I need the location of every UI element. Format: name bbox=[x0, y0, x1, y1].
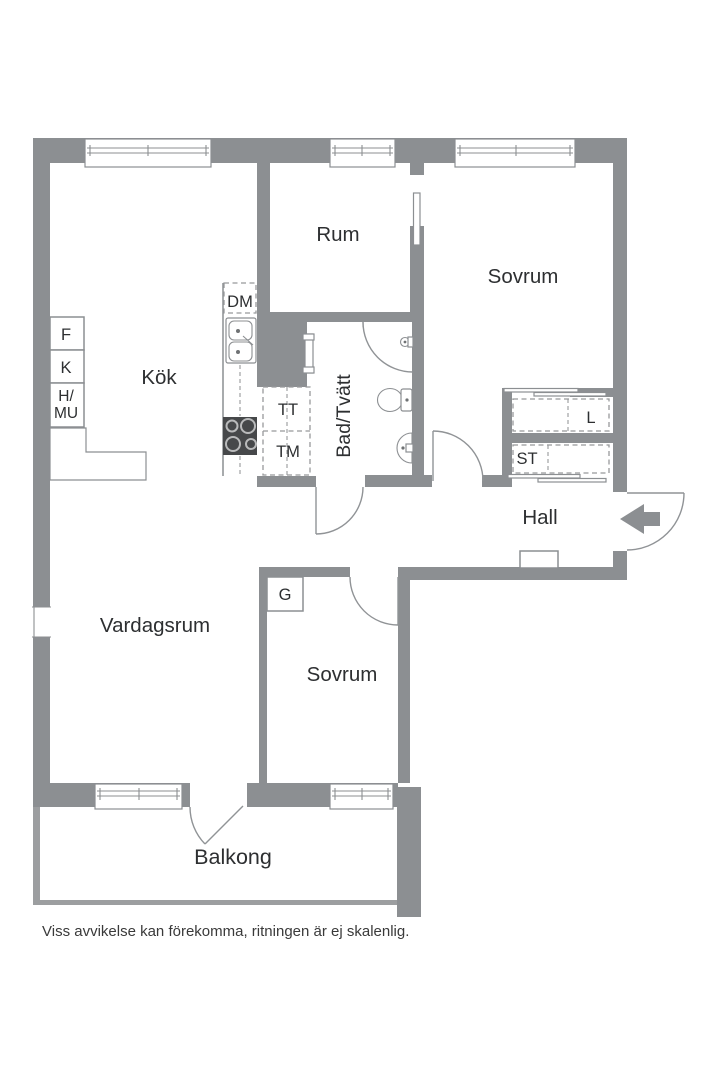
label-sovrum-bottom: Sovrum bbox=[307, 663, 378, 686]
entry-opening bbox=[613, 492, 627, 551]
rum-sliding-door bbox=[412, 192, 421, 246]
balcony-left-edge bbox=[33, 807, 40, 905]
sovrum-bottom-door bbox=[349, 576, 399, 626]
bathroom-door bbox=[315, 486, 364, 535]
label-g: G bbox=[279, 586, 292, 604]
label-l: L bbox=[586, 409, 595, 427]
window-rum bbox=[329, 138, 396, 168]
wall-shaft bbox=[257, 312, 307, 387]
label-k: K bbox=[60, 359, 71, 377]
label-sovrum-top: Sovrum bbox=[488, 265, 559, 288]
label-kok: Kök bbox=[141, 366, 177, 389]
sovrum-top-door bbox=[432, 430, 484, 482]
wall-balcony-right bbox=[397, 787, 421, 917]
wall-closet-left bbox=[502, 388, 512, 487]
closet-l-box bbox=[512, 398, 610, 432]
kitchen-sink bbox=[225, 317, 257, 364]
wall-left bbox=[33, 138, 50, 807]
label-balkong: Balkong bbox=[194, 845, 272, 869]
l-closet-sliding-door bbox=[503, 387, 607, 397]
closet-st-box bbox=[512, 444, 610, 474]
wall-vardagsrum-sovrum2 bbox=[259, 567, 267, 783]
wall-right bbox=[613, 138, 627, 580]
wall-bath-bottom bbox=[365, 475, 432, 487]
wall-kok-rum bbox=[257, 163, 270, 312]
shower-icon bbox=[362, 318, 414, 373]
balcony-door-opening bbox=[190, 783, 247, 807]
hmu-box bbox=[49, 382, 85, 428]
label-tm: TM bbox=[276, 443, 300, 461]
doors bbox=[189, 192, 685, 845]
label-hmu-2: MU bbox=[54, 405, 78, 422]
kitchen-bench bbox=[49, 427, 147, 481]
wall-sovrum2-east bbox=[398, 567, 410, 783]
wall-l-bottom bbox=[512, 433, 613, 443]
label-tt: TT bbox=[278, 401, 298, 419]
balcony-door bbox=[189, 805, 244, 845]
wardrobe-g-box bbox=[266, 576, 304, 612]
label-st: ST bbox=[516, 450, 537, 468]
stove bbox=[223, 417, 257, 455]
washer-dryer-column bbox=[262, 386, 311, 476]
label-hmu-1: H/ bbox=[58, 388, 74, 405]
label-f: F bbox=[61, 326, 71, 344]
wall-st-stub bbox=[482, 475, 512, 487]
entry-arrow-icon bbox=[620, 504, 660, 534]
window-vardagsrum bbox=[94, 783, 183, 810]
dishwasher-box bbox=[223, 282, 257, 314]
label-bad-tvatt: Bad/Tvätt bbox=[333, 374, 355, 458]
closets bbox=[266, 398, 610, 612]
st-closet-sliding-door bbox=[507, 473, 607, 483]
window-sovrum-bottom bbox=[329, 783, 394, 810]
window-kok bbox=[84, 138, 212, 168]
window-sovrum-top bbox=[454, 138, 576, 168]
label-hall: Hall bbox=[522, 506, 557, 529]
label-dm: DM bbox=[227, 293, 253, 311]
label-rum: Rum bbox=[316, 223, 359, 246]
label-vardagsrum: Vardagsrum bbox=[100, 614, 210, 637]
wall-rum-bottom bbox=[268, 312, 424, 322]
fixture-labels: F K H/ MU DM TT TM G L ST bbox=[54, 293, 596, 604]
fridge-box bbox=[49, 349, 85, 384]
kitchen-fittings bbox=[49, 282, 315, 481]
room-labels: Rum Sovrum Kök Bad/Tvätt Hall Vardagsrum… bbox=[100, 223, 558, 869]
left-wall-niche bbox=[32, 607, 51, 637]
freezer-box bbox=[49, 316, 85, 351]
shaft-niche-panel bbox=[302, 333, 315, 374]
wall-sovrum2-top bbox=[259, 567, 350, 577]
sink-icon bbox=[396, 432, 414, 464]
entry-door bbox=[626, 492, 685, 551]
wall-hall-bottom bbox=[398, 567, 627, 580]
balcony-bottom-edge bbox=[33, 900, 397, 905]
hall-niche bbox=[519, 550, 559, 569]
bathroom-fixtures bbox=[362, 318, 414, 464]
openings bbox=[32, 175, 627, 638]
disclaimer-text: Viss avvikelse kan förekomma, ritningen … bbox=[42, 923, 409, 940]
windows bbox=[84, 138, 576, 810]
toilet-icon bbox=[376, 387, 413, 413]
wall-kok-bottom bbox=[257, 476, 316, 487]
wall-bath-east bbox=[412, 322, 424, 487]
